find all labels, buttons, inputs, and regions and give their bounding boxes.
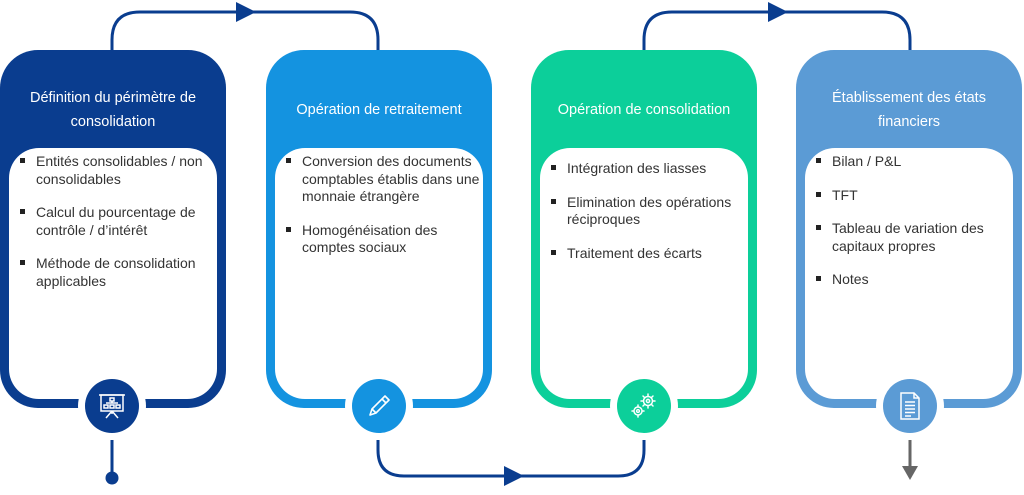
step-3-title: Opération de consolidation bbox=[557, 102, 731, 118]
gears-icon bbox=[631, 393, 656, 418]
step-1-bullets: Entités consolidables / non consolidable… bbox=[20, 153, 216, 306]
list-item: Entités consolidables / non consolidable… bbox=[20, 153, 216, 188]
step-card-4: Établissement des états financiers Bilan… bbox=[796, 50, 1022, 408]
list-item: Méthode de consolidation applicables bbox=[20, 255, 216, 290]
step-2-icon-badge bbox=[345, 372, 413, 440]
step-3-bullets: Intégration des liasses Elimination des … bbox=[551, 160, 747, 278]
list-item: Elimination des opérations réciproques bbox=[551, 194, 747, 229]
step-1-title: Définition du périmètre de consolidation bbox=[29, 90, 197, 130]
step-2-body bbox=[275, 148, 483, 399]
step-4-title: Établissement des états financiers bbox=[832, 90, 986, 130]
list-item: Notes bbox=[816, 271, 1012, 289]
list-item: Conversion des documents comptables étab… bbox=[286, 153, 482, 206]
step-4-bullets: Bilan / P&L TFT Tableau de variation des… bbox=[816, 153, 1012, 305]
list-item: Intégration des liasses bbox=[551, 160, 747, 178]
start-dot bbox=[105, 471, 119, 485]
list-item: Tableau de variation des capitaux propre… bbox=[816, 220, 1012, 255]
step-2-bullets: Conversion des documents comptables étab… bbox=[286, 153, 482, 273]
list-item: TFT bbox=[816, 187, 1012, 205]
step-1-body bbox=[9, 148, 217, 399]
step-3-icon-badge bbox=[610, 372, 678, 440]
step-3-body bbox=[540, 148, 748, 399]
step-card-2: Opération de retraitement Conversion des… bbox=[266, 50, 492, 408]
connector-top-1-2 bbox=[110, 10, 380, 55]
connector-top-3-4 bbox=[642, 10, 912, 55]
step-card-3: Opération de consolidation Intégration d… bbox=[531, 50, 757, 408]
end-arrow-head bbox=[902, 466, 918, 480]
arrow-head-1 bbox=[236, 2, 256, 22]
step-card-1: Définition du périmètre de consolidation… bbox=[0, 50, 226, 408]
step-4-body bbox=[805, 148, 1013, 399]
list-item: Homogénéisation des comptes sociaux bbox=[286, 222, 482, 257]
step-2-title: Opération de retraitement bbox=[296, 102, 462, 118]
presentation-org-chart-icon bbox=[99, 394, 125, 419]
list-item: Calcul du pourcentage de contrôle / d’in… bbox=[20, 204, 216, 239]
arrow-head-2 bbox=[504, 466, 524, 486]
document-icon bbox=[900, 392, 920, 420]
list-item: Traitement des écarts bbox=[551, 245, 747, 263]
step-1-icon-badge bbox=[78, 372, 146, 440]
arrow-head-3 bbox=[768, 2, 788, 22]
pencil-icon bbox=[369, 395, 390, 416]
step-4-icon-badge bbox=[876, 372, 944, 440]
list-item: Bilan / P&L bbox=[816, 153, 1012, 171]
